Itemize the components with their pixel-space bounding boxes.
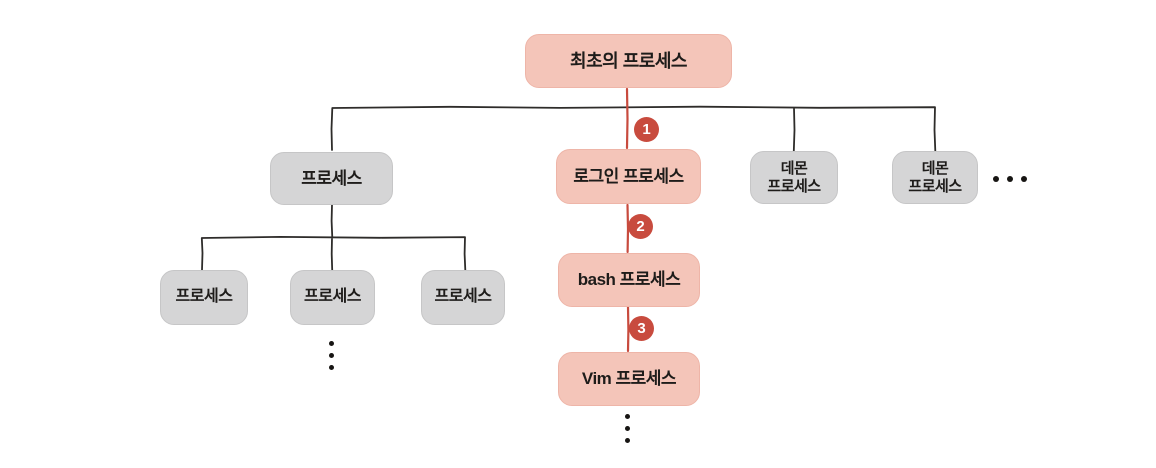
- node-process-child-3: 프로세스: [421, 270, 505, 325]
- node-label: bash 프로세스: [577, 270, 681, 290]
- ellipsis-dot: [625, 414, 630, 419]
- node-label: 로그인 프로세스: [573, 166, 684, 186]
- vertical-ellipsis-icon: [625, 414, 630, 443]
- node-label-line2: 프로세스: [908, 177, 962, 195]
- node-label: 프로세스: [434, 288, 492, 306]
- node-daemon-process-1: 데몬 프로세스: [750, 151, 838, 204]
- ellipsis-dot: [329, 353, 334, 358]
- ellipsis-dot: [329, 341, 334, 346]
- ellipsis-dot: [1021, 176, 1027, 182]
- node-process-child-2: 프로세스: [290, 270, 375, 325]
- step-badge-3: 3: [629, 316, 654, 341]
- node-label: 데몬 프로세스: [908, 160, 962, 195]
- node-label: 프로세스: [301, 168, 362, 188]
- node-label: Vim 프로세스: [581, 369, 677, 389]
- ellipsis-dot: [1007, 176, 1013, 182]
- node-daemon-process-2: 데몬 프로세스: [892, 151, 978, 204]
- vertical-ellipsis-icon: [329, 341, 334, 370]
- node-vim-process: Vim 프로세스: [558, 352, 700, 406]
- node-process-child-1: 프로세스: [160, 270, 248, 325]
- node-label: 데몬 프로세스: [767, 160, 821, 195]
- node-label: 프로세스: [304, 288, 361, 306]
- lineage-line-red: [625, 87, 630, 353]
- node-bash-process: bash 프로세스: [558, 253, 700, 307]
- step-badge-1: 1: [634, 117, 659, 142]
- ellipsis-dot: [625, 426, 630, 431]
- node-process-parent: 프로세스: [270, 152, 393, 205]
- ellipsis-dot: [993, 176, 999, 182]
- node-label: 최초의 프로세스: [570, 50, 687, 71]
- branch-line-sub: [200, 204, 467, 271]
- step-badge-2: 2: [628, 214, 653, 239]
- ellipsis-dot: [625, 438, 630, 443]
- node-label-line1: 데몬: [780, 160, 808, 178]
- node-label-line2: 프로세스: [767, 177, 821, 195]
- node-label-line1: 데몬: [921, 160, 949, 178]
- horizontal-ellipsis-icon: [993, 176, 1027, 182]
- node-label: 프로세스: [175, 288, 233, 306]
- node-login-process: 로그인 프로세스: [556, 149, 701, 204]
- ellipsis-dot: [329, 365, 334, 370]
- node-initial-process: 최초의 프로세스: [525, 34, 732, 88]
